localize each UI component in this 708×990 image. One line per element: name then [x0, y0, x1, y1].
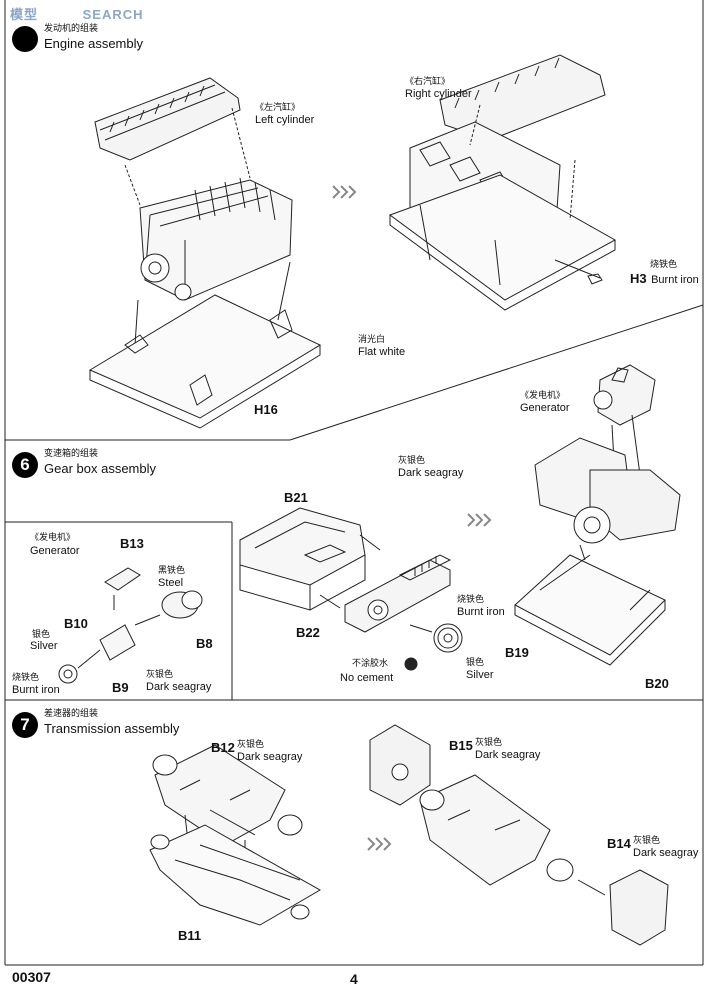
generator-cn: 《发电机》	[520, 391, 566, 401]
step-7-title-cn: 差速器的组装	[44, 709, 99, 719]
silver-label: Silver	[466, 669, 494, 681]
no-cement-label: No cement	[340, 672, 394, 684]
inset-burnt-iron-label: Burnt iron	[12, 684, 60, 696]
step-6-title-cn: 变速箱的组装	[44, 449, 99, 459]
part-b8: B8	[196, 636, 213, 651]
part-h16: H16	[254, 402, 278, 417]
flat-white-cn: 消光白	[358, 335, 386, 345]
step-5-title-cn: 发动机的组装	[44, 24, 99, 34]
step-5-badge	[12, 26, 38, 52]
right-cylinder-label: Right cylinder	[405, 88, 472, 100]
part-b10: B10	[64, 616, 88, 631]
part-b13: B13	[120, 536, 144, 551]
part-b22: B22	[296, 625, 320, 640]
b12-color-cn: 灰银色	[237, 740, 265, 750]
flat-white-label: Flat white	[358, 346, 406, 358]
inset-seagray-label: Dark seagray	[146, 681, 212, 693]
step-5-title: Engine assembly	[44, 36, 143, 51]
silver-cn: 银色	[466, 658, 485, 668]
kit-code: 00307	[12, 969, 51, 985]
part-b21: B21	[284, 490, 308, 505]
part-b9: B9	[112, 680, 129, 695]
part-b12: B12	[211, 740, 235, 755]
left-cylinder-label: Left cylinder	[255, 114, 315, 126]
b14-color-label: Dark seagray	[633, 847, 699, 859]
inset-burnt-iron-cn: 烧铁色	[12, 673, 40, 683]
h3-callout: H3 Burnt iron	[630, 270, 699, 288]
h3-color-label: Burnt iron	[651, 274, 699, 286]
step-7-badge: 7	[12, 712, 38, 738]
left-cylinder-cn: 《左汽缸》	[255, 103, 301, 113]
page-number: 4	[350, 971, 358, 987]
steel-cn: 黑铁色	[158, 566, 186, 576]
step-6-badge: 6	[12, 452, 38, 478]
part-b20: B20	[645, 676, 669, 691]
inset-seagray-cn: 灰银色	[146, 670, 174, 680]
part-b11: B11	[178, 928, 202, 943]
generator-label: Generator	[520, 402, 570, 414]
burnt-iron-cn: 烧铁色	[457, 595, 485, 605]
h3-color-cn: 烧铁色	[650, 260, 678, 270]
watermark-right: SEARCH	[82, 7, 144, 22]
step-7-title: Transmission assembly	[44, 721, 180, 736]
h3-part: H3	[630, 271, 647, 286]
inset-generator-cn: 《发电机》	[30, 533, 76, 543]
dark-seagray-label: Dark seagray	[398, 467, 464, 479]
part-b19: B19	[505, 645, 529, 660]
steel-label: Steel	[158, 577, 184, 589]
inset-silver-cn: 银色	[32, 630, 51, 640]
b12-color-label: Dark seagray	[237, 751, 303, 763]
b15-color-label: Dark seagray	[475, 749, 541, 761]
watermark-left: 模型	[10, 7, 39, 22]
part-b15: B15	[449, 738, 473, 753]
dark-seagray-cn: 灰银色	[398, 456, 426, 466]
b15-color-cn: 灰银色	[475, 738, 503, 748]
right-cylinder-cn: 《右汽缸》	[405, 77, 451, 87]
b14-color-cn: 灰银色	[633, 836, 661, 846]
watermark-logo: 模型 SEARCH	[10, 4, 144, 23]
inset-generator-label: Generator	[30, 545, 80, 557]
no-cement-cn: 不涂胶水	[352, 659, 389, 669]
part-b14: B14	[607, 836, 631, 851]
step-6-title: Gear box assembly	[44, 461, 156, 476]
inset-silver-label: Silver	[30, 640, 58, 652]
burnt-iron-label: Burnt iron	[457, 606, 505, 618]
